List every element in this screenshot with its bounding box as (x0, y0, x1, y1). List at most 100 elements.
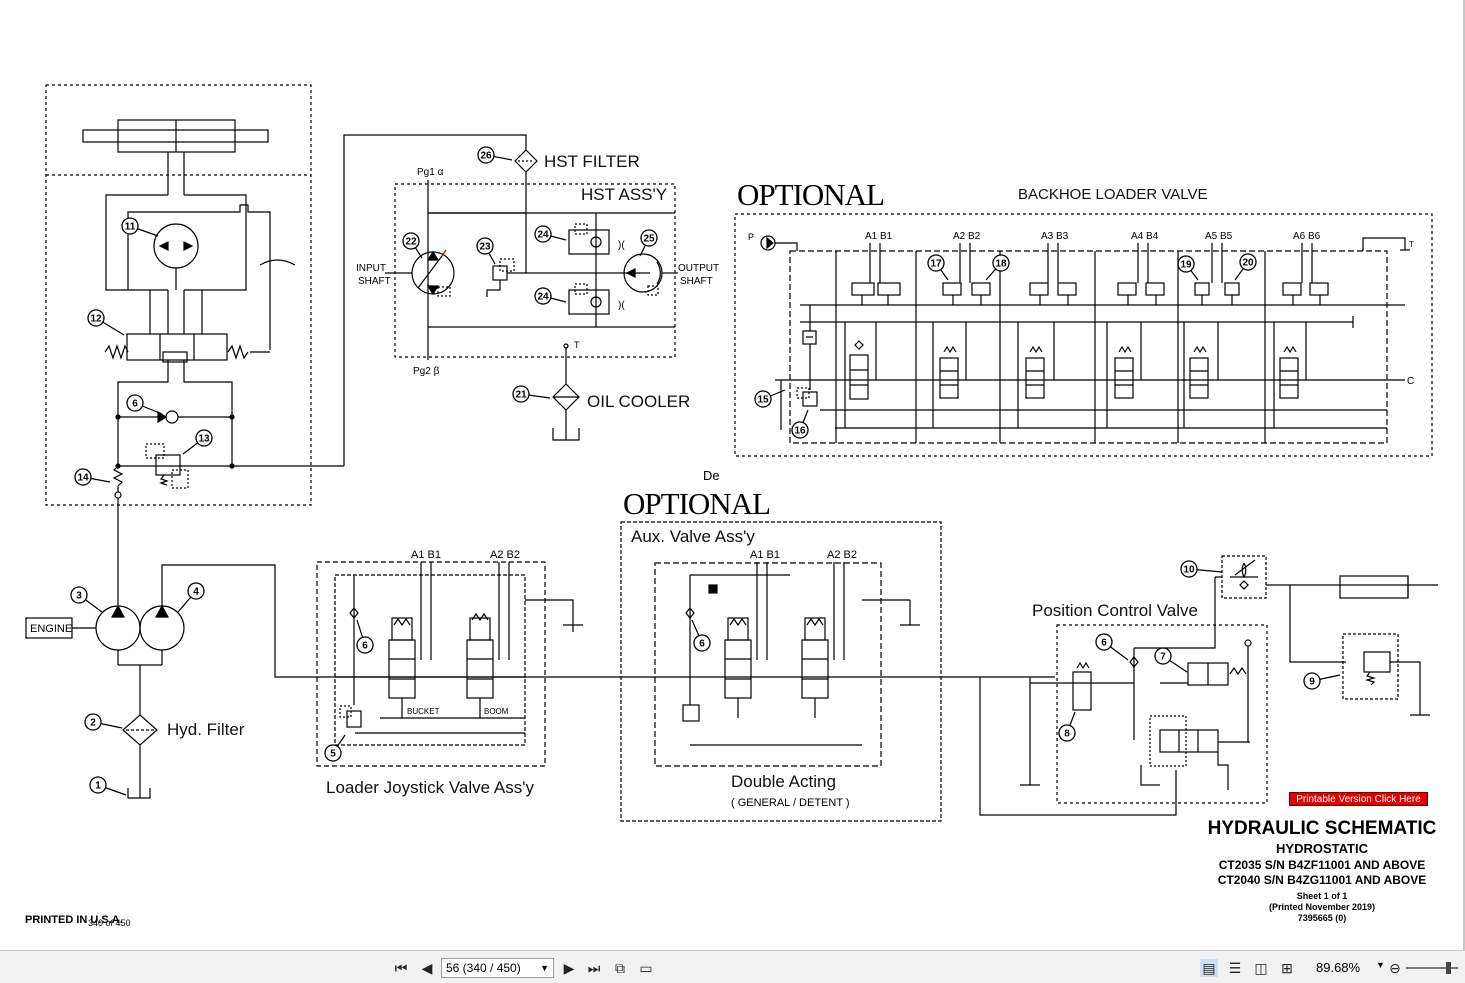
pg1-label: Pg1 α (417, 167, 444, 178)
callout-number-14: 14 (77, 473, 89, 484)
printable-version-button[interactable]: Printable Version Click Here (1289, 792, 1428, 806)
callout-number-6: 6 (1101, 638, 1107, 649)
backhoe-valve-label: BACKHOE LOADER VALVE (1018, 186, 1208, 203)
title-sheet: Sheet 1 of 1 (1297, 891, 1348, 901)
callout-bubble (477, 146, 495, 164)
two-page-icon[interactable]: ◫ (1254, 959, 1268, 976)
oil-cooler-label: OIL COOLER (587, 392, 690, 411)
optional-label-top: OPTIONAL (737, 177, 884, 212)
callout-bubble (126, 394, 144, 412)
callout-bubble (84, 713, 102, 731)
general-detent-label: ( GENERAL / DETENT ) (731, 797, 850, 809)
zoom-slider-thumb[interactable] (1446, 962, 1451, 974)
callout-bubble (1154, 647, 1172, 665)
port-label-3: A3 B3 (1041, 231, 1069, 242)
callout-number-9: 9 (1309, 677, 1315, 688)
aux-a1b1-label: A1 B1 (750, 549, 780, 561)
hyd-filter-label: Hyd. Filter (167, 720, 245, 739)
fit-width-icon[interactable]: ▭ (639, 959, 653, 976)
port-label-4: A4 B4 (1131, 231, 1159, 242)
first-page-icon[interactable]: ⏮ (394, 959, 408, 976)
engine-label: ENGINE (30, 623, 72, 635)
callout-bubble (74, 468, 92, 486)
page-of-label: 340 of 450 (88, 918, 131, 928)
callout-bubble (534, 225, 552, 243)
callout-number-24: 24 (537, 292, 549, 303)
page-select-value: 56 (340 / 450) (446, 961, 521, 975)
callout-number-24: 24 (537, 230, 549, 241)
callout-bubble (992, 254, 1010, 272)
fit-page-icon[interactable]: ⧉ (615, 959, 625, 976)
previous-page-icon[interactable]: ◀ (421, 959, 433, 976)
callout-number-16: 16 (794, 426, 806, 437)
next-page-icon[interactable]: ▶ (563, 959, 575, 976)
aux-a2b2-label: A2 B2 (827, 549, 857, 561)
callout-number-12: 12 (90, 314, 102, 325)
callout-bubble (640, 229, 658, 247)
backhoe-section-3 (1017, 243, 1096, 443)
t-label-right: T (1409, 240, 1414, 249)
two-page-continuous-icon[interactable]: ⊞ (1281, 959, 1293, 976)
callout-bubble (476, 237, 494, 255)
title-doc-number: 7395665 (0) (1298, 913, 1347, 923)
callout-bubble (1177, 255, 1195, 273)
output-shaft-label-1: OUTPUT (678, 263, 719, 274)
callout-number-15: 15 (757, 395, 769, 406)
callout-bubble (121, 217, 139, 235)
callout-number-18: 18 (995, 259, 1007, 270)
title-main: HYDRAULIC SCHEMATIC (1208, 818, 1437, 839)
double-acting-label: Double Acting (731, 772, 836, 791)
port-label-1: A1 B1 (865, 231, 893, 242)
callout-number-7: 7 (1160, 652, 1166, 663)
page-select[interactable]: 56 (340 / 450) ▼ (441, 958, 554, 978)
position-control-label: Position Control Valve (1032, 601, 1198, 620)
callout-number-22: 22 (405, 237, 417, 248)
zoom-value[interactable]: 89.68% (1316, 960, 1361, 975)
callout-bubble (356, 636, 374, 654)
hst-assy-label: HST ASS'Y (581, 185, 667, 204)
callout-bubble (1303, 672, 1321, 690)
optional-label-mid: OPTIONAL (623, 486, 770, 521)
callout-bubble (1058, 724, 1076, 742)
callout-bubble (324, 744, 342, 762)
callout-number-6: 6 (132, 399, 138, 410)
aux-valve-label: Aux. Valve Ass'y (631, 527, 755, 546)
input-shaft-label-2: SHAFT (358, 276, 391, 287)
title-sub: HYDROSTATIC (1276, 841, 1369, 856)
callout-number-21: 21 (515, 390, 527, 401)
callout-bubble (1180, 560, 1198, 578)
callout-bubble (187, 582, 205, 600)
callout-number-23: 23 (479, 242, 491, 253)
c-label: C (1407, 376, 1414, 387)
callout-number-20: 20 (1242, 258, 1254, 269)
callout-number-13: 13 (198, 434, 210, 445)
p-label: P (748, 232, 754, 242)
callout-number-26: 26 (480, 151, 492, 162)
callout-number-10: 10 (1183, 565, 1195, 576)
backhoe-valve-boundary (734, 213, 1433, 457)
single-page-icon[interactable]: ▤ (1200, 959, 1218, 977)
callout-number-6: 6 (362, 641, 368, 652)
input-shaft-label-1: INPUT (356, 263, 386, 274)
pg2-label: Pg2 β (413, 366, 440, 377)
zoom-out-icon[interactable]: ⊖ (1389, 959, 1401, 976)
loader-a1b1-label: A1 B1 (411, 549, 441, 561)
loader-a2b2-label: A2 B2 (490, 549, 520, 561)
callout-bubble (754, 390, 772, 408)
callout-number-4: 4 (193, 587, 199, 598)
last-page-icon[interactable]: ⏭ (587, 959, 601, 976)
zoom-slider[interactable] (1406, 967, 1458, 969)
callout-bubble (534, 287, 552, 305)
continuous-icon[interactable]: ☰ (1228, 959, 1242, 976)
t-label-cooler: T (574, 340, 580, 350)
output-shaft-label-2: SHAFT (680, 276, 713, 287)
callout-bubble (1239, 253, 1257, 271)
callout-bubble (402, 232, 420, 250)
zoom-dropdown-icon[interactable]: ▼ (1376, 960, 1385, 970)
position-valve-boundary (1056, 624, 1268, 804)
chevron-down-icon: ▼ (540, 963, 549, 973)
callout-bubble (791, 421, 809, 439)
hst-assy-boundary (394, 183, 676, 358)
callout-bubble (512, 385, 530, 403)
